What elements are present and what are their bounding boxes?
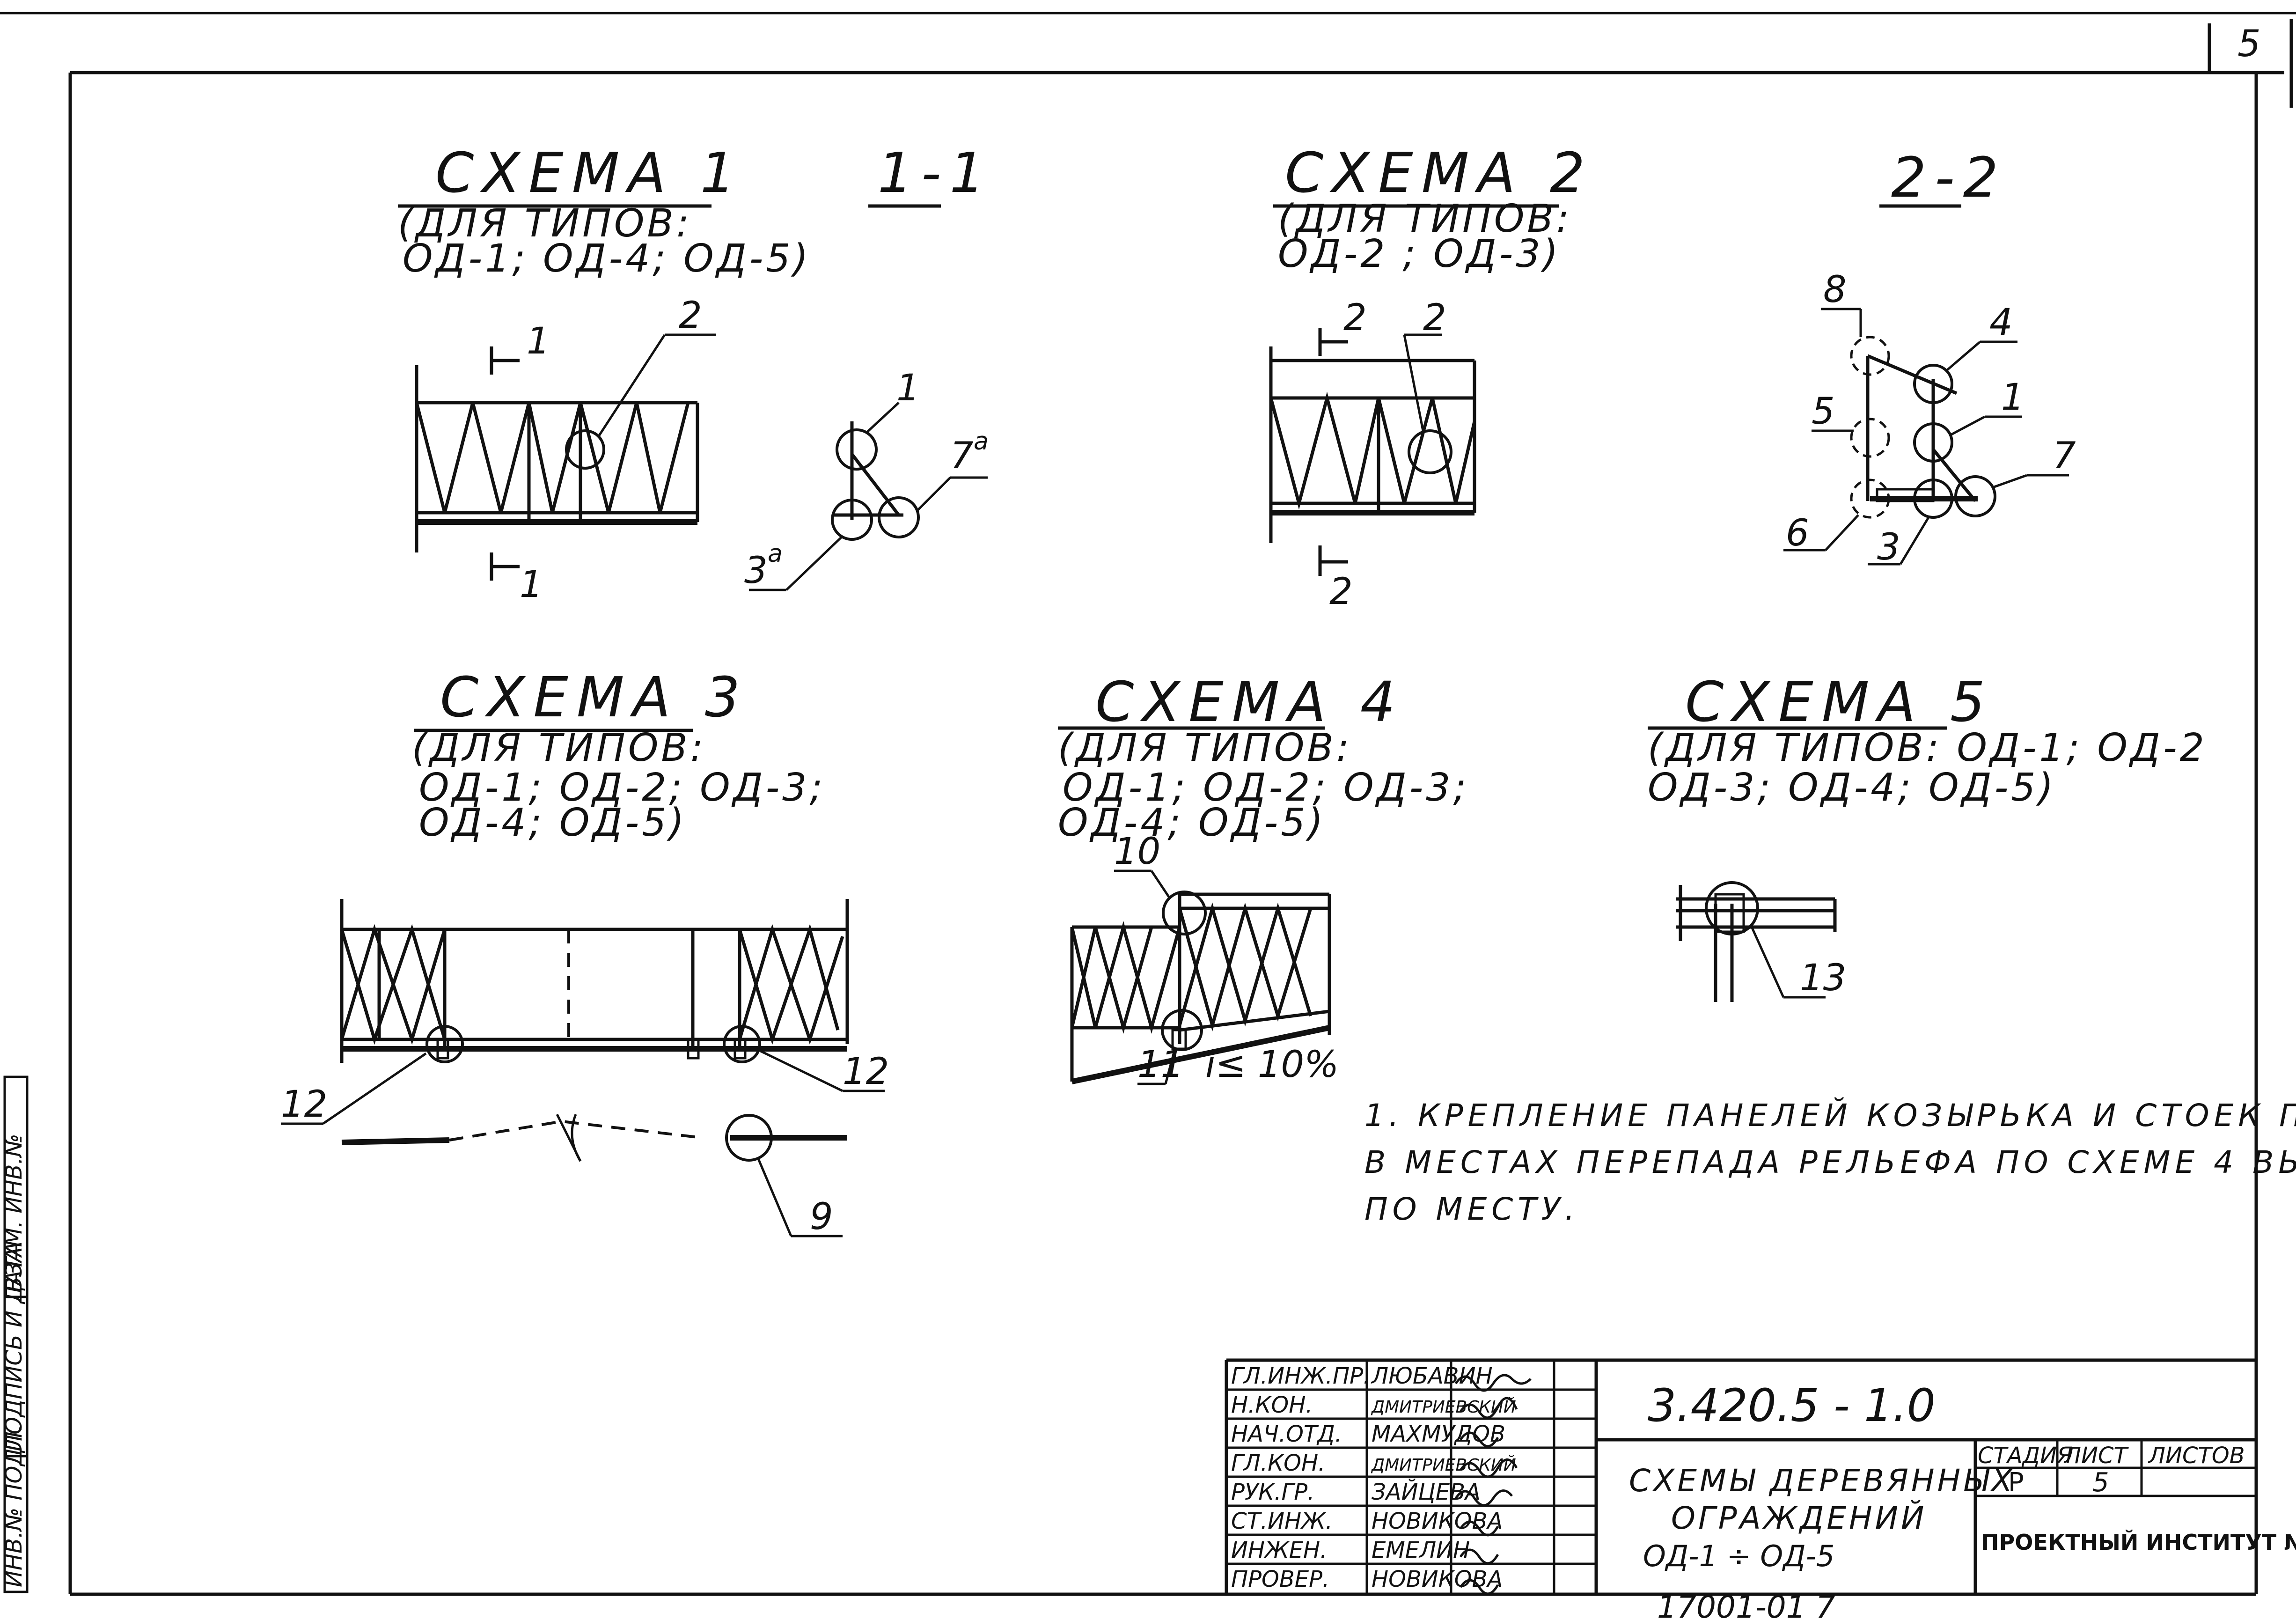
sheets-header: ЛИСТОВ [2148,1443,2245,1469]
callout-7: 7 [2053,435,2076,477]
swap-inv-label: ВЗАМ. ИНВ.№ [1,1134,27,1292]
scheme-4: СХЕМА 4 (ДЛЯ ТИПОВ: ОД-1; ОД-2; ОД-3; ОД… [1058,670,1469,1085]
scheme-1-sub2: ОД-1; ОД-4; ОД-5) [403,236,811,281]
callout-3a-sup: a [768,540,783,568]
staff-name: ДМИТРИЕВСКИЙ [1371,1397,1516,1417]
slope-label: i≤ 10% [1205,1044,1339,1086]
sheet-title-line-3: ОД-1 ÷ ОД-5 [1643,1539,1834,1573]
staff-role: ПРОВЕР. [1231,1566,1329,1592]
side-stamp: ИНВ.№ ПОДЛ. ПОДПИСЬ И ДАТА ВЗАМ. ИНВ.№ [1,1075,29,1593]
sheet-value: 5 [2092,1467,2109,1498]
section-mark-2-top: 2 [1343,297,1367,339]
scheme-3-sub1: (ДЛЯ ТИПОВ: [412,726,706,770]
staff-name: ЛЮБАВИН [1371,1363,1493,1389]
callout-3a: 3 [744,550,768,592]
signatures [1454,1374,1532,1595]
callout-10: 10 [1114,831,1160,873]
stage-value: Р [2008,1467,2024,1498]
staff-role: ГЛ.КОН. [1231,1450,1325,1476]
scheme-5: СХЕМА 5 (ДЛЯ ТИПОВ: ОД-1; ОД-2 ОД-3; ОД-… [1648,670,2207,1002]
callout-7a: 7 [950,435,974,477]
note-line-1: 1. КРЕПЛЕНИЕ ПАНЕЛЕЙ КОЗЫРЬКА И СТОЕК ПЕ… [1364,1097,2296,1134]
document-code: 3.420.5 - 1.0 [1648,1379,1936,1432]
callout-13: 13 [1800,957,1846,999]
scheme-5-sub2: ОД-3; ОД-4; ОД-5) [1648,766,2056,810]
staff-role: Н.КОН. [1231,1392,1313,1418]
stage-header: СТАДИЯ [1978,1443,2072,1469]
sheet-frame [0,12,2296,1596]
scheme-3-sub3: ОД-4; ОД-5) [419,801,687,845]
callout-2-scheme1: 2 [679,295,702,337]
staff-role: РУК.ГР. [1231,1479,1314,1505]
scheme-3-sub2: ОД-1; ОД-2; ОД-3; [419,766,825,810]
callout-6: 6 [1786,512,1809,554]
scheme-1-title: СХЕМА 1 [435,140,744,205]
section-1-1: 1-1 [749,140,993,591]
callout-7a-sup: a [974,427,989,456]
inv-number-label: ИНВ.№ ПОДЛ. [1,1424,27,1587]
scheme-2-sub1: (ДЛЯ ТИПОВ: [1278,197,1572,241]
staff-name: ДМИТРИЕВСКИЙ [1371,1455,1516,1475]
section-2-2: 2-2 [1783,145,2069,566]
scheme-2-title: СХЕМА 2 [1285,140,1593,205]
staff-name: МАХМУДОВ [1372,1421,1505,1447]
callout-9: 9 [810,1196,833,1238]
scheme-3: СХЕМА 3 (ДЛЯ ТИПОВ: ОД-1; ОД-2; ОД-3; ОД… [281,665,885,1237]
scheme-5-title: СХЕМА 5 [1685,670,1994,734]
staff-role: ИНЖЕН. [1231,1537,1327,1563]
scheme-4-title: СХЕМА 4 [1095,670,1404,734]
scheme-1: СХЕМА 1 (ДЛЯ ТИПОВ: ОД-1; ОД-4; ОД-5) [398,140,811,581]
title-block [1225,1358,2256,1594]
callout-8: 8 [1823,269,1847,311]
callout-12-right: 12 [843,1051,889,1093]
section-1-1-title: 1-1 [878,140,993,205]
callout-3: 3 [1877,526,1900,568]
staff-role: НАЧ.ОТД. [1231,1421,1342,1447]
section-mark-1-bottom: 1 [520,564,543,606]
callout-2-scheme2: 2 [1423,297,1446,339]
staff-role: ГЛ.ИНЖ.ПР. [1231,1363,1370,1389]
scheme-4-sub3: ОД-4; ОД-5) [1058,801,1326,845]
callout-11: 11 [1137,1044,1184,1086]
note-line-3: ПО МЕСТУ. [1364,1191,1579,1227]
archive-code: 17001-01 7 [1657,1589,1835,1620]
page-number: 5 [2237,23,2261,65]
scheme-2: СХЕМА 2 (ДЛЯ ТИПОВ: ОД-2 ; ОД-3) [1269,140,1593,576]
staff-role: СТ.ИНЖ. [1231,1508,1333,1534]
general-note: 1. КРЕПЛЕНИЕ ПАНЕЛЕЙ КОЗЫРЬКА И СТОЕК ПЕ… [1364,1097,2296,1227]
sheet-title-line-2: ОГРАЖДЕНИЙ [1671,1500,1927,1536]
organization-name: ПРОЕКТНЫЙ ИНСТИТУТ №2 [1981,1530,2296,1555]
scheme-4-sub1: (ДЛЯ ТИПОВ: [1058,726,1352,770]
sheet-header: ЛИСТ [2063,1443,2129,1469]
section-mark-2-bottom: 2 [1329,571,1353,613]
staff-name: НОВИКОВА [1372,1566,1503,1592]
signature-date-label: ПОДПИСЬ И ДАТА [1,1241,27,1451]
scheme-1-sub1: (ДЛЯ ТИПОВ: [398,201,692,246]
callout-4: 4 [1989,302,2013,344]
section-mark-1-top: 1 [527,320,550,362]
callout-1-sec11: 1 [896,367,920,409]
section-2-2-title: 2-2 [1891,145,2007,210]
note-line-2: В МЕСТАХ ПЕРЕПАДА РЕЛЬЕФА ПО СХЕМЕ 4 ВЫП… [1364,1144,2296,1180]
staff-name: ЕМЕЛИН [1372,1537,1470,1563]
callout-5: 5 [1812,390,1835,433]
scheme-2-sub2: ОД-2 ; ОД-3) [1278,232,1561,276]
sheet-title-line-1: СХЕМЫ ДЕРЕВЯННЫХ [1629,1463,2015,1499]
scheme-5-sub1: (ДЛЯ ТИПОВ: ОД-1; ОД-2 [1648,726,2207,770]
staff-table: ГЛ.ИНЖ.ПР. ЛЮБАВИН Н.КОН. ДМИТРИЕВСКИЙ Н… [1231,1363,1516,1592]
staff-name: НОВИКОВА [1372,1508,1503,1534]
callout-1-sec22: 1 [2001,376,2025,419]
scheme-3-title: СХЕМА 3 [440,665,748,729]
callout-12-left: 12 [281,1083,327,1126]
scheme-4-sub2: ОД-1; ОД-2; ОД-3; [1063,766,1469,810]
